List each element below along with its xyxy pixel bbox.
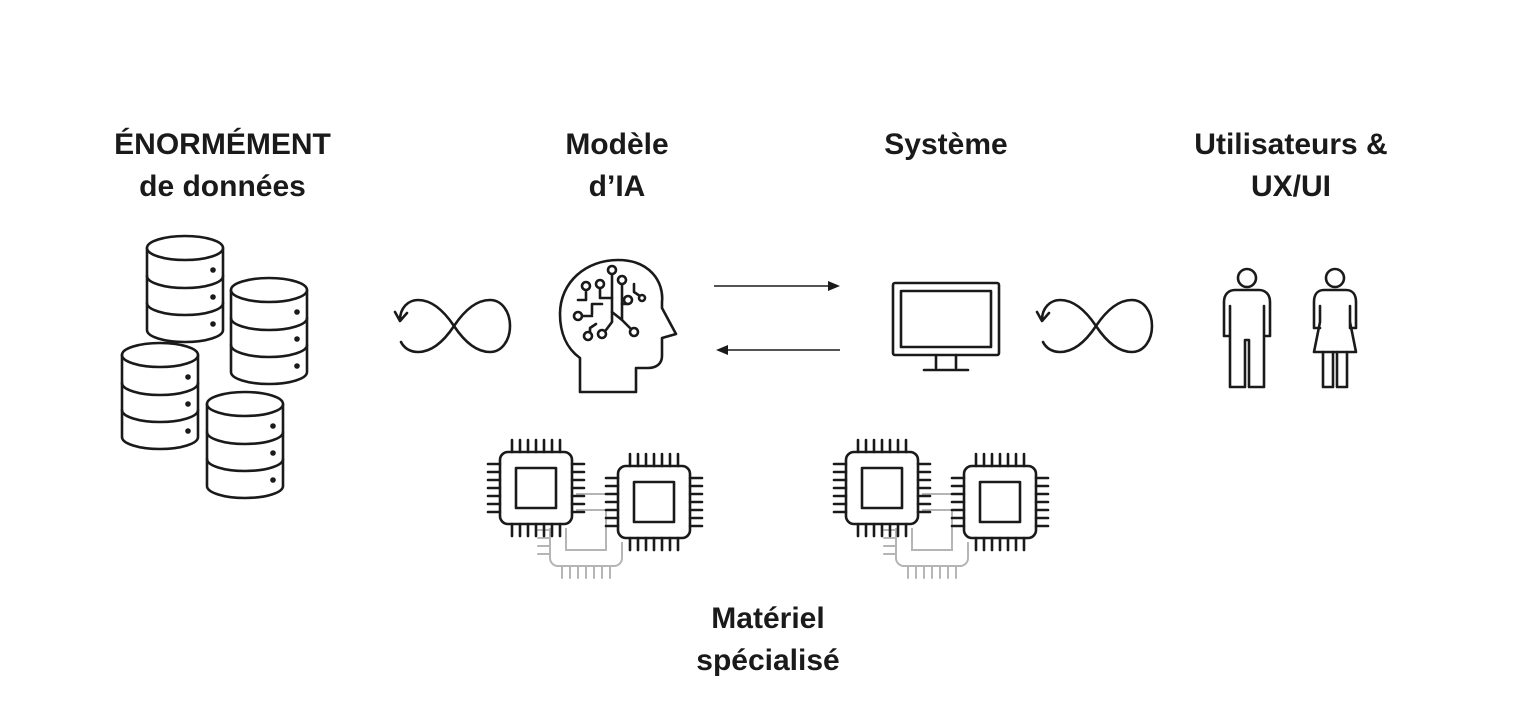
arrow-right-icon [714, 281, 840, 291]
data-label-line2: de données [139, 170, 306, 203]
hardware-label-line2: spécialisé [696, 644, 840, 677]
model-label-line1: Modèle [565, 128, 669, 161]
users-label: Utilisateurs & UX/UI [1166, 124, 1416, 208]
people-icon [1222, 267, 1358, 389]
arrow-left-icon [716, 345, 840, 355]
data-label: ÉNORMÉMENT de données [100, 124, 345, 208]
monitor-icon [891, 281, 1001, 372]
model-label: Modèle d’IA [527, 124, 707, 208]
chip-cluster-model [486, 438, 704, 579]
users-label-line1: Utilisateurs & [1194, 128, 1388, 161]
chip-icon [604, 452, 704, 552]
infinity-loop-icon [393, 298, 512, 354]
system-label: Système [856, 124, 1036, 166]
database-icon [229, 276, 309, 386]
hardware-label: Matériel spécialisé [668, 598, 868, 682]
woman-icon [1312, 267, 1358, 389]
chip-icon [486, 438, 586, 538]
chip-cluster-system [832, 438, 1050, 579]
database-icon [145, 234, 225, 344]
model-label-line2: d’IA [588, 170, 646, 203]
database-icon [205, 390, 285, 500]
database-stack-icon [120, 234, 309, 500]
data-label-line1: ÉNORMÉMENT [114, 128, 331, 161]
hardware-label-line1: Matériel [711, 602, 825, 635]
ai-head-icon [558, 258, 678, 394]
infinity-loop-icon [1035, 298, 1154, 354]
database-icon [120, 341, 200, 451]
man-icon [1222, 267, 1272, 389]
chip-icon [950, 452, 1050, 552]
chip-icon [832, 438, 932, 538]
system-label-line1: Système [884, 128, 1008, 161]
users-label-line2: UX/UI [1250, 170, 1331, 203]
